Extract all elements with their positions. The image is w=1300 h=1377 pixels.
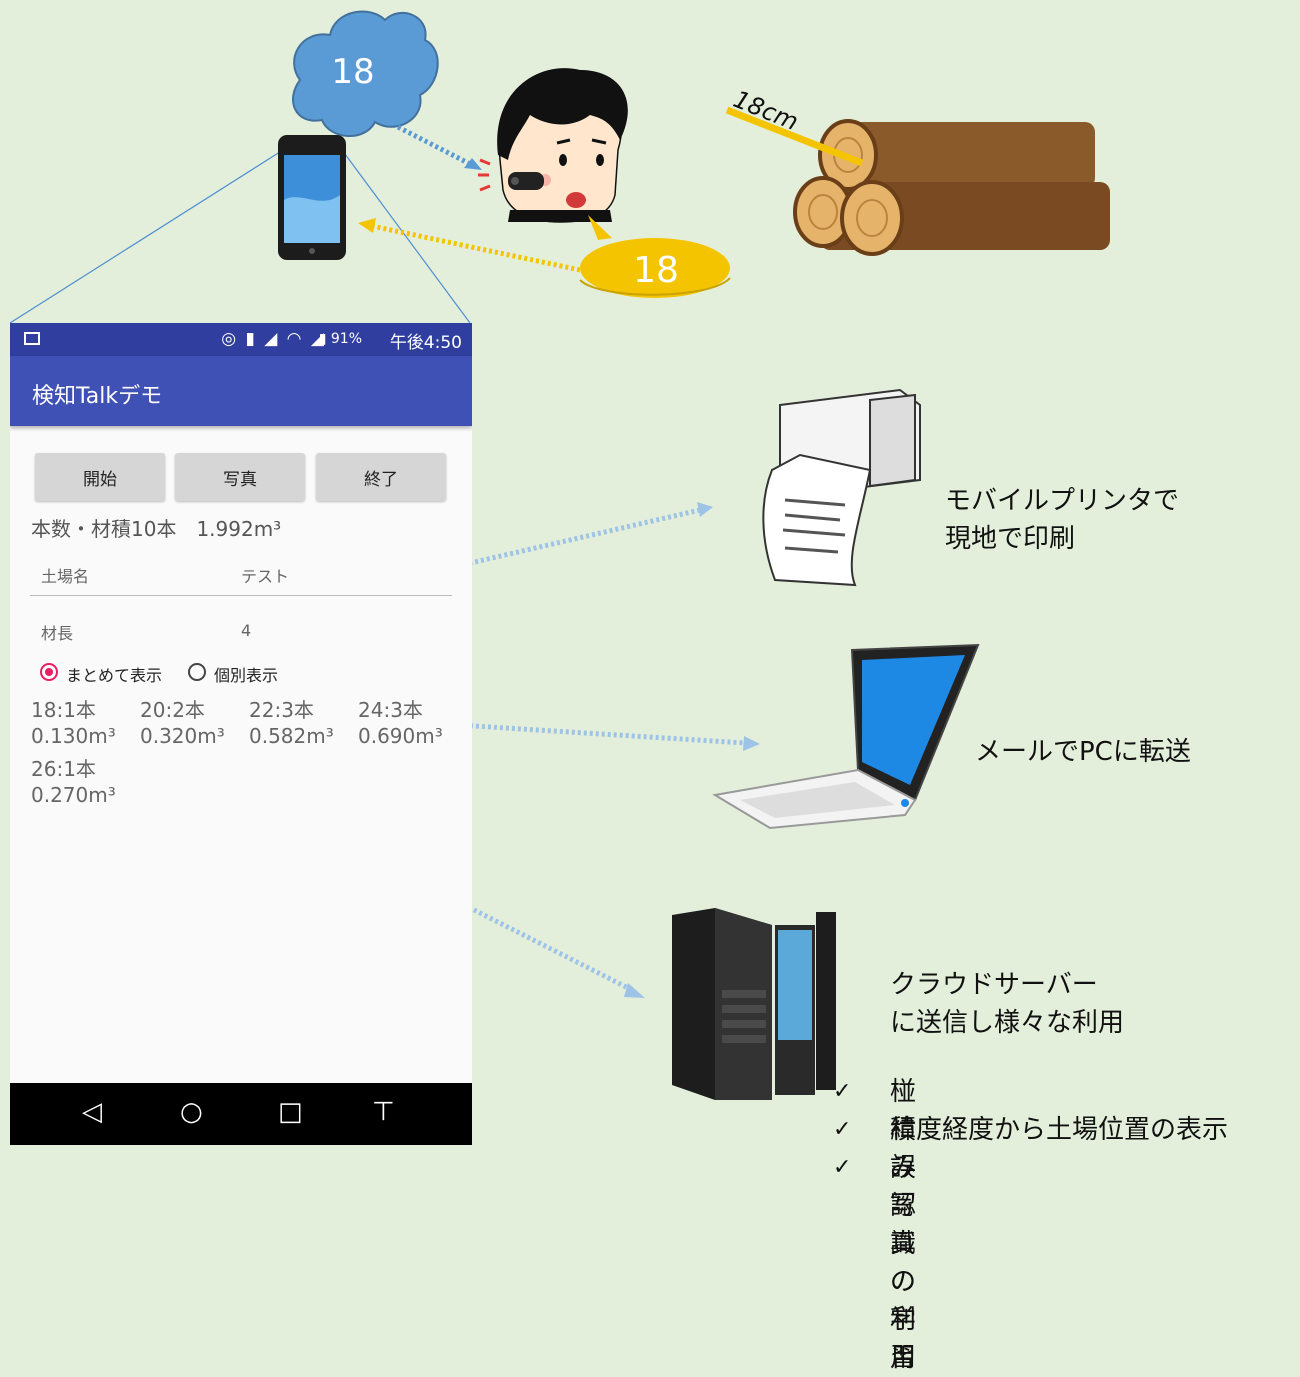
speech-bubble [579, 215, 731, 298]
length-label: 材長 [41, 624, 74, 643]
battery-percent: 91% [330, 331, 362, 347]
recents-icon[interactable]: □ [278, 1097, 303, 1127]
result-qty: 24:3本 [358, 698, 423, 722]
feature-text: 誤認識の学習 [890, 1153, 917, 1373]
status-bar: ◎ ▮ ◢ ◠ ◢ ▮ 91% 午後4:50 [10, 323, 472, 356]
result-vol: 0.690m³ [358, 724, 443, 748]
cloud-caption: クラウドサーバー に送信し様々な利用 [890, 966, 1124, 1042]
end-button[interactable]: 終了 [316, 453, 446, 501]
printer-caption: モバイルプリンタで 現地で印刷 [945, 482, 1179, 558]
count-volume-summary: 本数・材積10本 1.992m³ [31, 517, 282, 541]
result-item: 24:3本 0.690m³ [358, 697, 466, 749]
result-item: 20:2本 0.320m³ [140, 697, 248, 749]
cloud-caption-line: に送信し様々な利用 [890, 1008, 1125, 1038]
pc-caption: メールでPCに転送 [975, 737, 1191, 767]
home-icon[interactable]: ○ [180, 1097, 203, 1127]
printer-icon [762, 388, 921, 587]
result-qty: 20:2本 [140, 698, 205, 722]
logs-icon [725, 106, 1110, 256]
check-icon: ✓ [833, 1117, 852, 1142]
arrow-speech-to-phone [371, 223, 581, 273]
printer-caption-line: モバイルプリンタで [945, 486, 1180, 516]
app-bar: 検知Talkデモ [10, 356, 472, 426]
yard-name-label: 土場名 [41, 567, 90, 586]
arrow-cloud-to-person [396, 124, 474, 168]
battery-icon: ▮ [318, 331, 327, 347]
arrow-to-pc [457, 722, 746, 746]
cloud-bubble-text: 18 [331, 52, 375, 92]
divider [30, 595, 452, 596]
result-vol: 0.130m³ [31, 724, 116, 748]
phone-screen: ◎ ▮ ◢ ◠ ◢ ▮ 91% 午後4:50 検知Talkデモ 開始 写真 終了… [10, 323, 472, 1145]
zoom-line-left [9, 149, 284, 324]
arrow-to-printer [439, 507, 701, 573]
back-icon[interactable]: ◁ [82, 1097, 102, 1127]
cloud-caption-line: クラウドサーバー [890, 970, 1098, 1000]
battery-indicator: ▮ 91% [319, 331, 362, 347]
result-item: 22:3本 0.582m³ [249, 697, 357, 749]
radio-individual-label: 個別表示 [214, 666, 279, 685]
app-title: 検知Talkデモ [32, 384, 163, 409]
result-item: 26:1本 0.270m³ [31, 756, 139, 808]
result-item: 18:1本 0.130m³ [31, 697, 139, 749]
server-icon [672, 908, 836, 1100]
clock: 午後4:50 [389, 333, 462, 353]
length-value[interactable]: 4 [241, 621, 252, 640]
person-icon [478, 68, 628, 223]
signal-icons: ◎ ▮ ◢ ◠ ◢ [221, 329, 326, 349]
smartphone-icon [278, 135, 346, 260]
keyboard-hide-icon[interactable]: ⊤ [372, 1097, 395, 1127]
diagram-graphics [9, 10, 1110, 1100]
arrow-to-server [413, 877, 634, 993]
start-button[interactable]: 開始 [35, 453, 165, 501]
speech-bubble-text: 18 [633, 250, 679, 291]
result-qty: 18:1本 [31, 698, 96, 722]
printer-caption-line: 現地で印刷 [945, 524, 1076, 554]
result-vol: 0.582m³ [249, 724, 334, 748]
image-notification-icon [24, 332, 40, 345]
check-icon: ✓ [833, 1079, 852, 1104]
zoom-line-right [341, 149, 471, 324]
check-icon: ✓ [833, 1155, 852, 1180]
photo-button[interactable]: 写真 [175, 453, 305, 501]
result-qty: 26:1本 [31, 757, 96, 781]
yard-name-value[interactable]: テスト [241, 567, 290, 586]
radio-individual[interactable] [188, 663, 206, 681]
laptop-icon [712, 643, 980, 830]
result-vol: 0.320m³ [140, 724, 225, 748]
radio-combined[interactable] [40, 663, 58, 681]
result-vol: 0.270m³ [31, 783, 116, 807]
radio-combined-label: まとめて表示 [66, 666, 163, 685]
result-qty: 22:3本 [249, 698, 314, 722]
feature-text: 緯度経度から土場位置の表示 [890, 1115, 1229, 1145]
nav-bar: ◁ ○ □ ⊤ [10, 1083, 472, 1145]
